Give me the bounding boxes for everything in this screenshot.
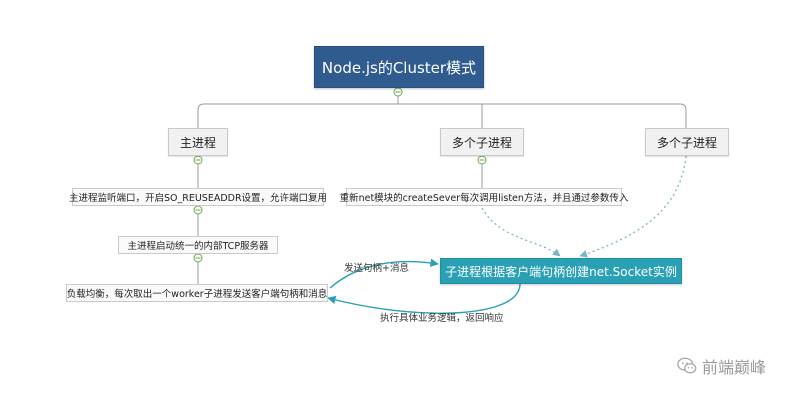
step-listen-port-label: 主进程监听端口，开启SO_REUSEADDR设置，允许端口复用 <box>68 193 328 204</box>
branch-master-process[interactable]: 主进程 <box>168 128 228 156</box>
wechat-icon <box>677 357 697 374</box>
tree-lines <box>197 88 687 284</box>
step-load-balance[interactable]: 负载均衡，每次取出一个worker子进程发送客户端句柄和消息 <box>66 284 328 302</box>
collapse-toggles <box>193 87 487 263</box>
branch-child-processes[interactable]: 多个子进程 <box>440 128 524 156</box>
toggle-root[interactable] <box>393 87 403 97</box>
root-label: Node.js的Cluster模式 <box>321 58 477 77</box>
step-start-tcp-server[interactable]: 主进程启动统一的内部TCP服务器 <box>118 236 278 254</box>
step-create-server[interactable]: 重新net模块的createSever每次调用listen方法，并且通过参数传入 <box>340 188 628 206</box>
watermark: 前端巅峰 <box>676 354 766 378</box>
branch-children-2-label: 多个子进程 <box>656 135 717 150</box>
edge-label-execute-logic: 执行具体业务逻辑，返回响应 <box>380 313 504 324</box>
step-load-balance-label: 负载均衡，每次取出一个worker子进程发送客户端句柄和消息 <box>66 289 328 300</box>
edge-label-send-handle: 发送句柄+消息 <box>344 263 409 274</box>
toggle-step2[interactable] <box>193 253 203 263</box>
toggle-step1[interactable] <box>193 205 203 215</box>
socket-instance-label: 子进程根据客户端句柄创建net.Socket实例 <box>445 264 677 279</box>
step-listen-port[interactable]: 主进程监听端口，开启SO_REUSEADDR设置，允许端口复用 <box>68 188 328 206</box>
branch-child-processes-2[interactable]: 多个子进程 <box>645 128 729 156</box>
handle-arrows <box>327 258 521 314</box>
branch-master-label: 主进程 <box>179 135 216 150</box>
socket-instance-node[interactable]: 子进程根据客户端句柄创建net.Socket实例 <box>440 258 682 284</box>
dotted-arrows <box>481 155 687 258</box>
watermark-text: 前端巅峰 <box>702 358 767 377</box>
toggle-master[interactable] <box>193 155 203 165</box>
step-create-server-label: 重新net模块的createSever每次调用listen方法，并且通过参数传入 <box>339 193 629 204</box>
branch-children-label: 多个子进程 <box>451 135 512 150</box>
step-start-tcp-server-label: 主进程启动统一的内部TCP服务器 <box>127 241 269 252</box>
toggle-children[interactable] <box>477 155 487 165</box>
root-node[interactable]: Node.js的Cluster模式 <box>314 46 484 88</box>
